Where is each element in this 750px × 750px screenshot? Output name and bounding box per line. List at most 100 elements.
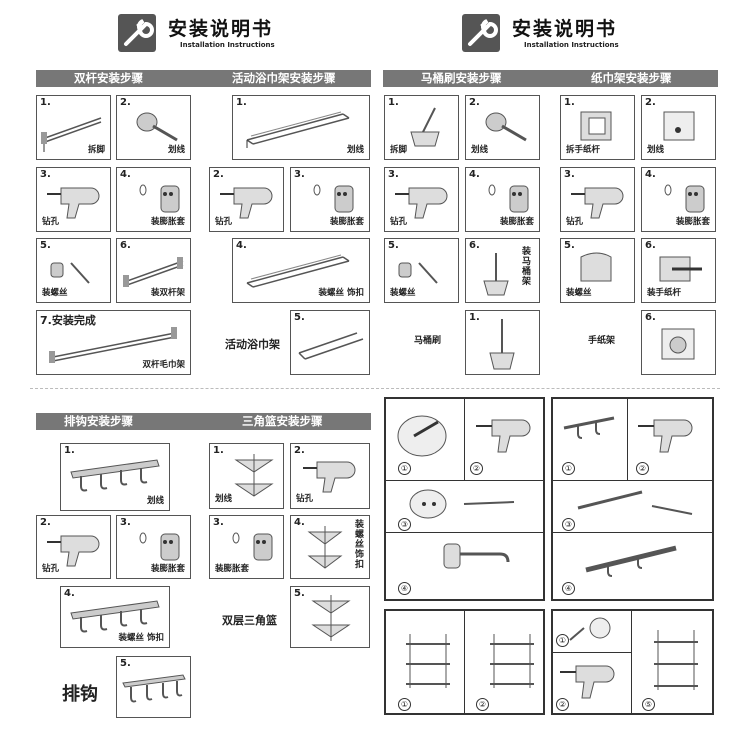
double-rod-step-4: 4. 装膨胀套 bbox=[116, 167, 191, 232]
double-rod-step-6: 6. 装双杆架 bbox=[116, 238, 191, 303]
step-circle: ② bbox=[476, 698, 489, 711]
section-title-hook: 排钩安装步骤 bbox=[64, 413, 133, 430]
panel-b-divider-1 bbox=[551, 480, 714, 481]
toilet-name: 马桶刷 bbox=[414, 333, 441, 346]
section-bar-bottom-left: 排钩安装步骤 三角篮安装步骤 bbox=[36, 413, 371, 430]
paper-holder-icon bbox=[656, 249, 706, 289]
step-circle: ③ bbox=[562, 518, 575, 531]
bath-step-1: 1. 划线 bbox=[232, 95, 370, 160]
step-circle: ② bbox=[470, 462, 483, 475]
divider bbox=[30, 388, 720, 389]
paper-step-3: 3. 钻孔 bbox=[560, 167, 635, 232]
toilet-brush-icon bbox=[476, 251, 516, 299]
double-rod-step-7: 7.安装完成 双杆毛巾架 bbox=[36, 310, 191, 375]
step-circle: ⑤ bbox=[642, 698, 655, 711]
page-subtitle-right: Installation Instructions bbox=[524, 41, 619, 49]
toilet-step-4: 4. 装膨胀套 bbox=[465, 167, 540, 232]
paper-holder-icon bbox=[577, 106, 623, 146]
hook-step-5: 5. bbox=[116, 656, 191, 718]
step-circle: ① bbox=[398, 462, 411, 475]
step-circle: ④ bbox=[562, 582, 575, 595]
page-title: 安装说明书 bbox=[168, 14, 273, 41]
anchor-icon bbox=[484, 182, 534, 216]
anchor-icon bbox=[135, 182, 185, 216]
toilet-brush-icon bbox=[399, 106, 449, 148]
step-circle: ② bbox=[636, 462, 649, 475]
toilet-step-3: 3. 钻孔 bbox=[384, 167, 459, 232]
section-title-movable-bath: 活动浴巾架安装步骤 bbox=[232, 70, 336, 87]
panel-d-divider-v bbox=[631, 609, 632, 715]
hook-step-1: 1. 划线 bbox=[60, 443, 170, 511]
panel-b-divider-3 bbox=[627, 397, 628, 480]
step-circle: ④ bbox=[398, 582, 411, 595]
panel-b-divider-2 bbox=[551, 532, 714, 533]
hook-rack-icon bbox=[121, 673, 187, 709]
step-circle: ① bbox=[398, 698, 411, 711]
page-title-right: 安装说明书 bbox=[512, 14, 617, 41]
hook-step-4: 4. 装螺丝 饰扣 bbox=[60, 586, 170, 648]
toilet-step-1: 1. 拆脚 bbox=[384, 95, 459, 160]
paper-step-6: 6. 装手纸杆 bbox=[641, 238, 716, 303]
toilet-step-2: 2. 划线 bbox=[465, 95, 540, 160]
bath-step-5: 5. bbox=[290, 310, 370, 375]
panel-a-divider-1 bbox=[384, 480, 545, 481]
tri-step-2: 2. 钻孔 bbox=[290, 443, 370, 509]
section-title-paper-holder: 纸巾架安装步骤 bbox=[591, 70, 672, 87]
anchor-icon bbox=[660, 182, 710, 216]
bath-rack-icon bbox=[297, 325, 365, 365]
tri-step-4: 4. 装螺丝 饰扣 bbox=[290, 515, 370, 579]
bath-step-2: 2. 钻孔 bbox=[209, 167, 284, 232]
section-title-toilet-brush: 马桶刷安装步骤 bbox=[421, 70, 502, 87]
drill-icon bbox=[303, 454, 361, 494]
drill-icon bbox=[476, 410, 536, 460]
hook-step-3: 3. 装膨胀套 bbox=[116, 515, 191, 579]
section-bar-top-left: 双杆安装步骤 活动浴巾架安装步骤 bbox=[36, 70, 371, 87]
step-circle: ③ bbox=[398, 518, 411, 531]
page-subtitle: Installation Instructions bbox=[180, 41, 275, 49]
section-title-triangle: 三角篮安装步骤 bbox=[242, 413, 323, 430]
hook-step-2: 2. 钻孔 bbox=[36, 515, 111, 579]
tri-step-3: 3. 装膨胀套 bbox=[209, 515, 284, 579]
hook-name: 排钩 bbox=[62, 680, 98, 706]
toilet-brush-icon bbox=[480, 317, 520, 373]
paper-step-1: 1. 拆手纸杆 bbox=[560, 95, 635, 160]
paper-step-7: 6. bbox=[641, 310, 716, 375]
screw-icon bbox=[49, 253, 99, 287]
anchor-icon bbox=[309, 182, 359, 216]
corner-basket-icon bbox=[305, 522, 349, 574]
drill-icon bbox=[47, 180, 105, 220]
tri-name: 双层三角篮 bbox=[222, 612, 277, 628]
paper-holder-icon bbox=[577, 249, 623, 289]
drill-icon bbox=[220, 180, 278, 220]
panel-a-divider-3 bbox=[464, 397, 465, 480]
paper-name: 手纸架 bbox=[588, 333, 615, 346]
toilet-step-6: 6. 装马桶架 bbox=[465, 238, 540, 303]
anchor-icon bbox=[564, 614, 620, 646]
paper-holder-icon bbox=[658, 106, 704, 146]
anchor-icon bbox=[228, 530, 278, 564]
hook-rack-icon bbox=[67, 458, 163, 498]
pencil-icon bbox=[135, 108, 185, 142]
pencil-icon bbox=[484, 108, 534, 142]
paper-holder-icon bbox=[658, 321, 704, 367]
drill-icon bbox=[638, 410, 704, 460]
drill-icon bbox=[571, 180, 629, 220]
double-rod-step-3: 3. 钻孔 bbox=[36, 167, 111, 232]
corner-basket-icon bbox=[232, 450, 276, 498]
double-rod-step-1: 1. 拆脚 bbox=[36, 95, 111, 160]
panel-a-divider-2 bbox=[384, 532, 545, 533]
bath-rack-icon bbox=[243, 249, 353, 291]
hook-rack-icon bbox=[580, 540, 690, 580]
hook-rack-icon bbox=[572, 484, 702, 526]
shelf-rack-icon bbox=[648, 620, 704, 696]
tri-step-1: 1. 划线 bbox=[209, 443, 284, 509]
drill-icon bbox=[560, 656, 626, 706]
paper-step-4: 4. 装膨胀套 bbox=[641, 167, 716, 232]
shelf-rack-icon bbox=[400, 624, 456, 694]
panel-c-divider bbox=[464, 609, 465, 715]
towel-bar-icon bbox=[121, 253, 187, 289]
step-circle: ① bbox=[556, 634, 569, 647]
bath-step-4: 4. 装螺丝 饰扣 bbox=[232, 238, 370, 303]
drill-icon bbox=[395, 180, 453, 220]
paper-step-2: 2. 划线 bbox=[641, 95, 716, 160]
